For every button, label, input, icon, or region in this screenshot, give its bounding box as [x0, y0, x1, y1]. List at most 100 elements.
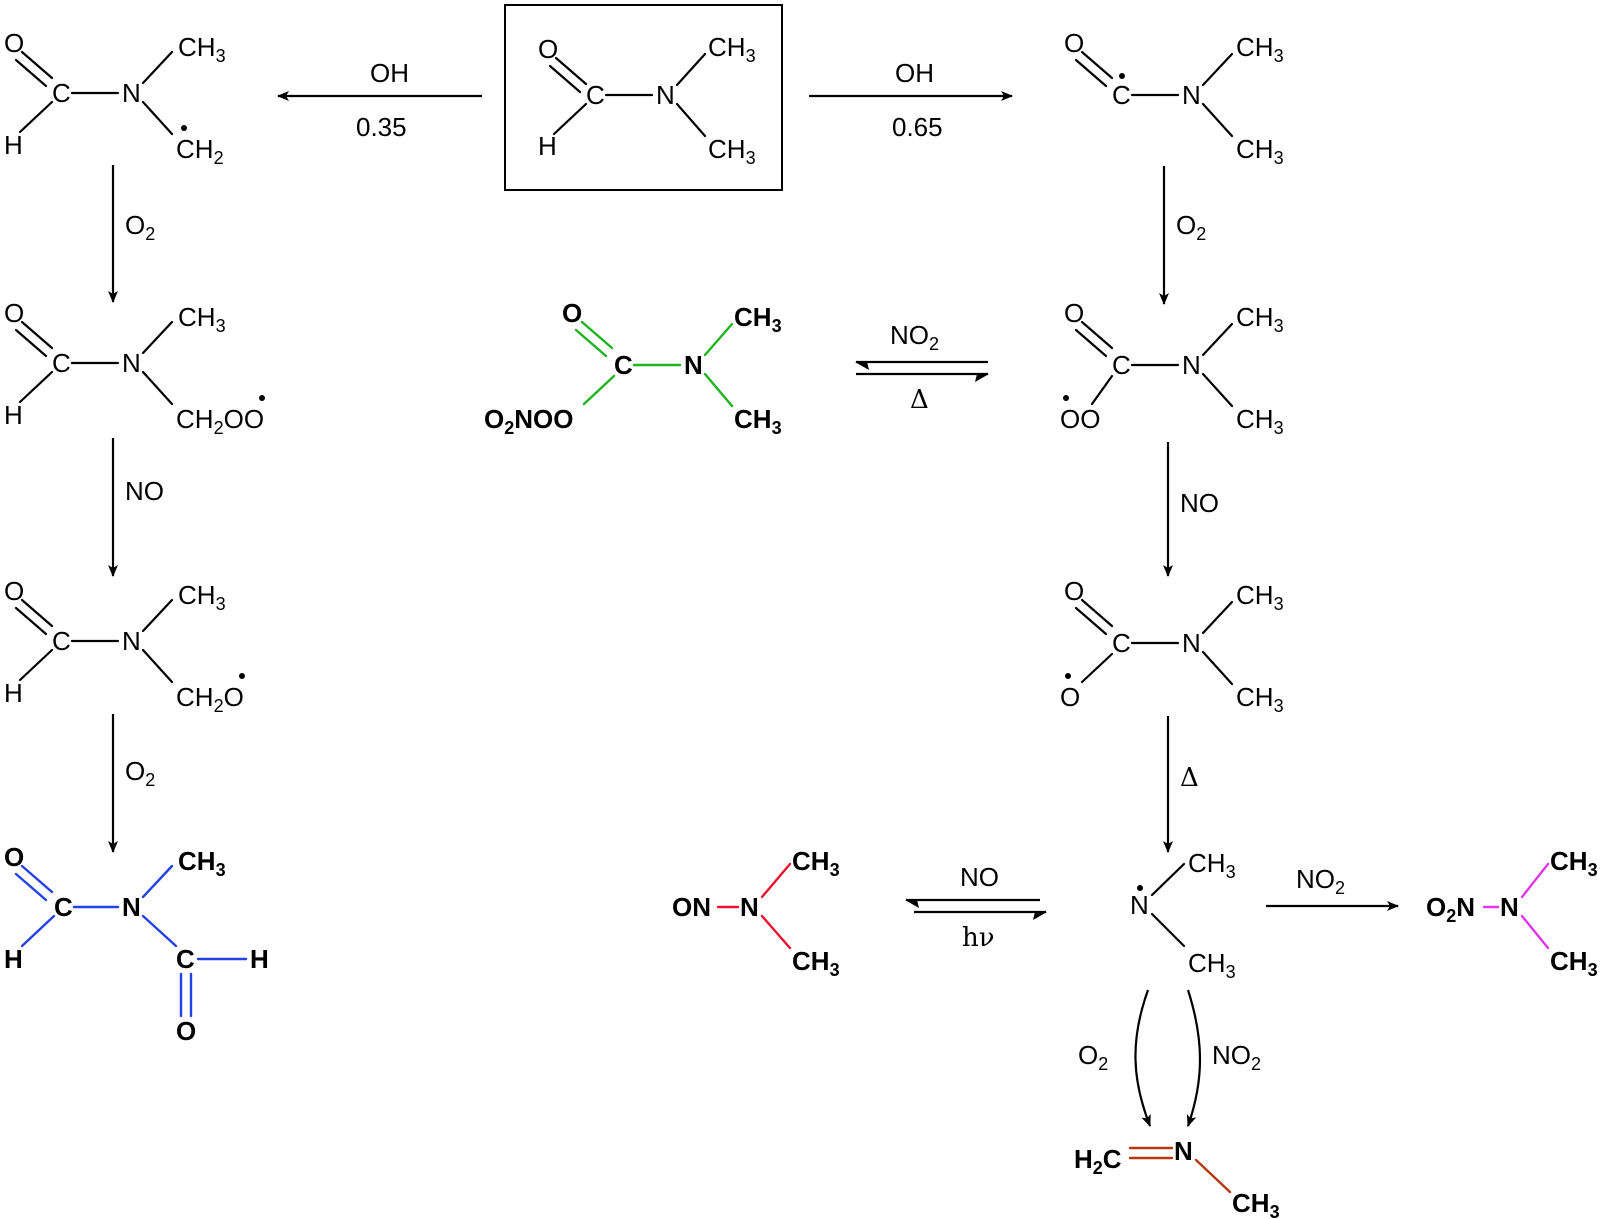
- radical-dot: [181, 125, 187, 131]
- svg-text:CH3: CH3: [1236, 302, 1284, 336]
- svg-text:CH3: CH3: [178, 846, 226, 880]
- right-arrow-heat: Δ: [1163, 716, 1199, 853]
- svg-text:O2NOO: O2NOO: [484, 404, 573, 438]
- svg-text:O: O: [1064, 298, 1084, 328]
- right-radical-1: O C N CH3 CH3: [1064, 28, 1284, 168]
- svg-text:CH3: CH3: [1550, 846, 1598, 880]
- left-peroxy: O C N H CH3 CH2OO: [4, 298, 265, 438]
- left-arrow-o2-1: O2: [108, 165, 155, 303]
- right-acyloxy: O C N CH3 CH3 O: [1060, 576, 1284, 716]
- radical-dot: [1063, 395, 1069, 401]
- svg-text:O: O: [1060, 682, 1080, 712]
- svg-text:O: O: [562, 298, 582, 328]
- radical-dot: [1137, 885, 1143, 891]
- red-nitrosamine: ON N CH3 CH3: [672, 846, 840, 980]
- curved-arrows-imine: O2 NO2: [1078, 989, 1261, 1127]
- svg-text:H: H: [250, 944, 269, 974]
- right-arrow-no: NO: [1163, 442, 1219, 577]
- svg-text:Δ: Δ: [1180, 763, 1199, 793]
- svg-text:N: N: [1182, 350, 1201, 380]
- svg-text:O2: O2: [125, 756, 155, 790]
- svg-text:C: C: [1112, 350, 1131, 380]
- magenta-nitramine: O2N N CH3 CH3: [1426, 846, 1598, 980]
- right-arrow-o2: O2: [1159, 166, 1206, 305]
- svg-text:hν: hν: [962, 923, 995, 953]
- svg-text:C: C: [52, 78, 71, 108]
- svg-text:OO: OO: [1060, 404, 1100, 434]
- svg-text:CH3: CH3: [1188, 848, 1236, 882]
- svg-text:O: O: [4, 28, 24, 58]
- svg-text:NO2: NO2: [1212, 1040, 1261, 1074]
- equilibrium-no-hv: NO hν: [905, 862, 1047, 953]
- svg-text:H: H: [4, 944, 23, 974]
- svg-text:H: H: [4, 678, 23, 708]
- methyl-top: CH3: [708, 32, 756, 66]
- svg-text:CH3: CH3: [1236, 134, 1284, 168]
- svg-text:CH3: CH3: [734, 302, 782, 336]
- svg-text:N: N: [740, 892, 759, 922]
- svg-text:N: N: [1182, 628, 1201, 658]
- svg-text:CH3: CH3: [1232, 1188, 1280, 1219]
- left-alkoxy: O C N H CH3 CH2O: [4, 576, 245, 716]
- svg-text:CH3: CH3: [178, 302, 226, 336]
- svg-text:H: H: [4, 130, 23, 160]
- svg-text:C: C: [1112, 628, 1131, 658]
- branch-ratio-left: 0.35: [356, 112, 407, 142]
- svg-text:O: O: [4, 576, 24, 606]
- svg-text:CH3: CH3: [178, 32, 226, 66]
- radical-dot: [1065, 673, 1071, 679]
- svg-text:H: H: [4, 400, 23, 430]
- svg-text:NO: NO: [1180, 488, 1219, 518]
- right-acylperoxy: O C N CH3 CH3 OO: [1060, 298, 1284, 438]
- oh-label-left: OH: [370, 58, 409, 88]
- svg-text:C: C: [52, 626, 71, 656]
- svg-text:C: C: [54, 892, 73, 922]
- svg-text:O: O: [1064, 576, 1084, 606]
- svg-text:C: C: [52, 348, 71, 378]
- svg-text:NO: NO: [960, 862, 999, 892]
- svg-text:O: O: [4, 842, 24, 872]
- branch-ratio-right: 0.65: [892, 112, 943, 142]
- svg-text:N: N: [684, 350, 703, 380]
- brown-imine: H2C N CH3: [1074, 1136, 1280, 1219]
- methyl-bottom: CH3: [708, 134, 756, 168]
- svg-text:NO2: NO2: [890, 320, 939, 354]
- svg-text:O2N: O2N: [1426, 892, 1475, 926]
- svg-text:O2: O2: [125, 210, 155, 244]
- equilibrium-no2-heat: NO2 Δ: [855, 320, 989, 415]
- svg-text:CH3: CH3: [1188, 948, 1236, 982]
- atom-h: H: [538, 131, 557, 161]
- svg-text:N: N: [122, 348, 141, 378]
- oh-label-right: OH: [895, 58, 934, 88]
- svg-text:ON: ON: [672, 892, 711, 922]
- svg-text:O: O: [176, 1016, 196, 1046]
- atom-n: N: [656, 80, 675, 110]
- svg-text:CH3: CH3: [1236, 682, 1284, 716]
- svg-text:CH2O: CH2O: [176, 682, 244, 716]
- svg-text:O: O: [4, 298, 24, 328]
- svg-text:CH3: CH3: [1550, 946, 1598, 980]
- svg-text:N: N: [122, 892, 141, 922]
- oh-arrow-left: OH 0.35: [277, 58, 482, 142]
- svg-text:CH3: CH3: [734, 404, 782, 438]
- svg-text:CH2OO: CH2OO: [176, 404, 264, 438]
- left-arrow-o2-2: O2: [108, 714, 155, 853]
- svg-text:Δ: Δ: [910, 385, 929, 415]
- atom-o: O: [538, 34, 558, 64]
- svg-text:CH3: CH3: [792, 946, 840, 980]
- svg-text:N: N: [1130, 890, 1149, 920]
- svg-text:NO2: NO2: [1296, 864, 1345, 898]
- svg-text:N: N: [122, 626, 141, 656]
- svg-text:C: C: [176, 944, 195, 974]
- left-radical-1: O C N H CH3 CH2: [4, 28, 226, 168]
- svg-text:CH3: CH3: [1236, 32, 1284, 66]
- svg-text:N: N: [1182, 80, 1201, 110]
- dmf-reactant: O C N H CH3 CH3: [504, 4, 783, 191]
- svg-text:O2: O2: [1078, 1040, 1108, 1074]
- svg-text:CH3: CH3: [178, 580, 226, 614]
- svg-text:CH3: CH3: [1236, 404, 1284, 438]
- oh-arrow-right: OH 0.65: [809, 58, 1013, 142]
- arrow-no2-nitramine: NO2: [1266, 864, 1399, 911]
- svg-text:CH2: CH2: [176, 134, 224, 168]
